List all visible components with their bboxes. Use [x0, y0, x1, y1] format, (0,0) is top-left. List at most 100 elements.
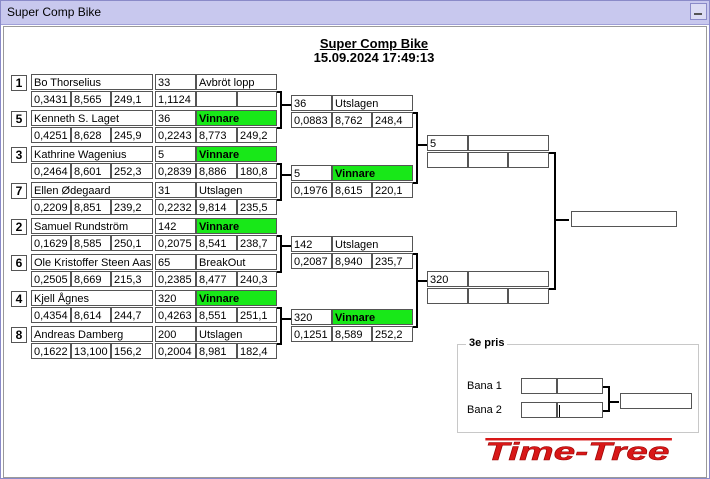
race-status: Utslagen: [332, 95, 413, 111]
competitor-name: Kathrine Wagenius: [31, 146, 153, 162]
elapsed-time: 8,589: [332, 326, 372, 342]
page-title: Super Comp Bike: [319, 36, 429, 51]
third-place-result[interactable]: [620, 393, 692, 409]
reaction-time: 0,4354: [31, 307, 71, 323]
lane1-label: Bana 1: [467, 380, 502, 392]
speed: 156,2: [111, 343, 153, 359]
reaction-time: 0,2087: [291, 253, 332, 269]
dial-number: 36: [291, 95, 332, 111]
time-diff: 1,1124: [155, 91, 196, 107]
bracket-line: [609, 401, 619, 403]
bracket-line: [281, 174, 291, 176]
lane2-field-b[interactable]: [557, 402, 603, 418]
race-status: Vinnare: [332, 309, 413, 325]
competitor-name: Samuel Rundström: [31, 218, 153, 234]
bracket-line: [603, 386, 609, 388]
time-diff: 0,2839: [155, 163, 196, 179]
result-time: [196, 91, 237, 107]
result-speed: 249,2: [237, 127, 277, 143]
bracket-line: [417, 280, 427, 282]
speed: 248,4: [372, 112, 413, 128]
window-title: Super Comp Bike: [7, 5, 102, 19]
bracket-line: [549, 288, 555, 290]
elapsed-time: 8,669: [71, 271, 111, 287]
bracket-line: [281, 318, 291, 320]
elapsed-time: [468, 152, 508, 168]
bracket-line: [416, 253, 418, 328]
date-time-label: 15.09.2024 17:49:13: [313, 50, 435, 65]
speed: 252,2: [372, 326, 413, 342]
bracket-line: [549, 152, 555, 154]
seed-number: 7: [11, 183, 27, 199]
race-status: BreakOut: [196, 254, 277, 270]
race-status: [468, 135, 549, 151]
elapsed-time: 8,940: [332, 253, 372, 269]
result-speed: 180,8: [237, 163, 277, 179]
logo-stripe: [485, 438, 672, 441]
dial-number: 320: [291, 309, 332, 325]
bracket-line: [277, 199, 281, 201]
dial-number: 5: [291, 165, 332, 181]
race-status: Avbröt lopp: [196, 74, 277, 90]
dial-number: 142: [291, 236, 332, 252]
result-time: 8,541: [196, 235, 237, 251]
third-place-group: [457, 344, 699, 433]
lane1-field-b[interactable]: [557, 378, 603, 394]
bracket-line: [280, 91, 282, 129]
lane2-label: Bana 2: [467, 404, 502, 416]
bracket-line: [413, 182, 417, 184]
speed: 252,3: [111, 163, 153, 179]
dial-number: 320: [155, 290, 196, 306]
seed-number: 3: [11, 147, 27, 163]
bracket-line: [277, 163, 281, 165]
time-diff: 0,4263: [155, 307, 196, 323]
speed: 220,1: [372, 182, 413, 198]
elapsed-time: 8,628: [71, 127, 111, 143]
minimize-button[interactable]: [690, 3, 707, 20]
bracket-line: [281, 104, 291, 106]
elapsed-time: [468, 288, 508, 304]
bracket-line: [413, 112, 417, 114]
reaction-time: 0,0883: [291, 112, 332, 128]
bracket-line: [417, 144, 427, 146]
dial-number: 36: [155, 110, 196, 126]
seed-number: 2: [11, 219, 27, 235]
dial-number: 142: [155, 218, 196, 234]
speed: 239,2: [111, 199, 153, 215]
elapsed-time: 8,614: [71, 307, 111, 323]
time-diff: 0,2243: [155, 127, 196, 143]
result-time: 8,773: [196, 127, 237, 143]
reaction-time: [427, 288, 468, 304]
lane1-field-a[interactable]: [521, 378, 557, 394]
speed: 235,7: [372, 253, 413, 269]
race-status: [468, 271, 549, 287]
elapsed-time: 13,100: [71, 343, 111, 359]
reaction-time: 0,1629: [31, 235, 71, 251]
reaction-time: 0,1976: [291, 182, 332, 198]
result-speed: 235,5: [237, 199, 277, 215]
text-cursor: [559, 405, 560, 417]
final-result-field[interactable]: [571, 211, 677, 227]
bracket-line: [555, 219, 569, 221]
bracket-line: [413, 326, 417, 328]
seed-number: 8: [11, 327, 27, 343]
bracket-line: [608, 386, 610, 412]
competitor-name: Bo Thorselius: [31, 74, 153, 90]
elapsed-time: 8,762: [332, 112, 372, 128]
dial-number: 31: [155, 182, 196, 198]
seed-number: 4: [11, 291, 27, 307]
elapsed-time: 8,565: [71, 91, 111, 107]
third-place-title: 3e pris: [466, 337, 508, 349]
elapsed-time: 8,585: [71, 235, 111, 251]
race-status: Vinnare: [196, 110, 277, 126]
bracket-line: [277, 271, 281, 273]
speed: 245,9: [111, 127, 153, 143]
competitor-name: Andreas Damberg: [31, 326, 153, 342]
time-diff: 0,2385: [155, 271, 196, 287]
lane2-field-a[interactable]: [521, 402, 557, 418]
bracket-line: [277, 343, 281, 345]
speed: 215,3: [111, 271, 153, 287]
title-bar[interactable]: Super Comp Bike: [1, 1, 709, 25]
result-time: 9,814: [196, 199, 237, 215]
